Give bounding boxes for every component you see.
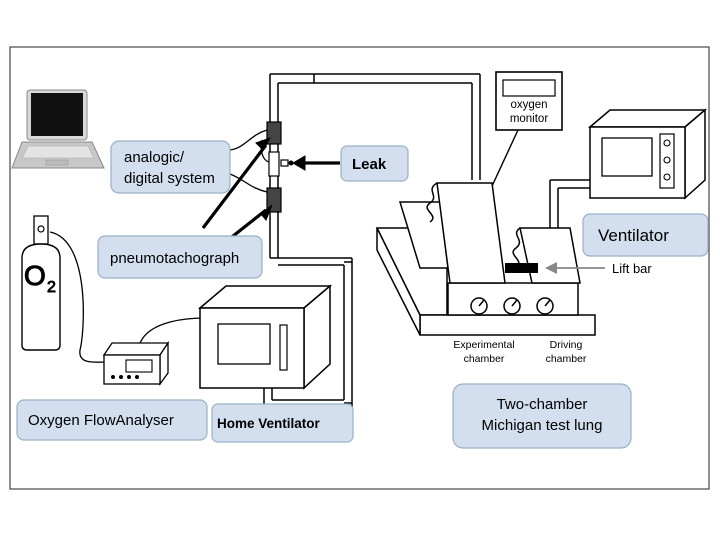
test-lung-label-line2: Michigan test lung — [482, 417, 603, 434]
analog-system-label-line1: analogic/ — [124, 149, 185, 166]
test-lung-box — [452, 383, 632, 449]
oxygen-flowanalyser-label: Oxygen FlowAnalyser — [28, 412, 174, 429]
cylinder-symbol: O — [24, 260, 46, 291]
oxygen-supply-line — [49, 231, 109, 363]
driving-chamber-label-line1: Driving — [550, 339, 583, 351]
oxygen-flowanalyser-box — [16, 399, 208, 441]
oxygen-monitor-label-line2: monitor — [510, 113, 549, 125]
lift-bar-arrowhead — [545, 262, 557, 274]
cylinder-subscript: 2 — [47, 279, 56, 296]
ventilator-box — [582, 213, 709, 257]
test-lung-device — [375, 182, 596, 336]
oxygen-monitor-device — [479, 71, 563, 213]
pneumotachograph-device — [266, 121, 294, 213]
home-ventilator-label: Home Ventilator — [217, 416, 321, 431]
ventilator-label: Ventilator — [598, 226, 669, 245]
driving-chamber-label-line2: chamber — [546, 353, 587, 365]
leak-box — [340, 145, 409, 182]
home-ventilator-device — [197, 284, 333, 390]
home-ventilator-box — [211, 403, 354, 443]
laptop-icon — [11, 89, 105, 169]
test-lung-label-line1: Two-chamber — [497, 396, 588, 413]
oxygen-cylinder-icon: O 2 — [21, 215, 61, 351]
experimental-chamber-label-line1: Experimental — [453, 339, 514, 351]
oxygen-monitor-label-line1: oxygen — [510, 99, 547, 111]
flow-analyser-device — [102, 340, 170, 386]
pneumotachograph-label: pneumotachograph — [110, 250, 239, 267]
lift-bar-label: Lift bar — [612, 261, 652, 276]
analog-system-label-line2: digital system — [124, 170, 215, 187]
lift-bar — [505, 263, 538, 273]
ventilator-device — [587, 108, 708, 200]
pointer-arrows — [201, 137, 340, 242]
leak-label: Leak — [352, 156, 387, 173]
pneumotachograph-box — [97, 235, 263, 279]
analog-system-box — [110, 140, 231, 194]
experimental-chamber-label-line2: chamber — [464, 353, 505, 365]
